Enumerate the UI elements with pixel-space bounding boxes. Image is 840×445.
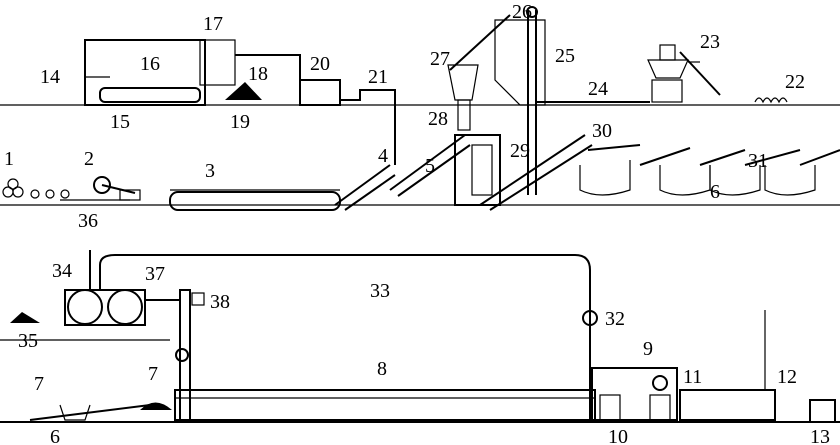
callout-1: 1 [4,148,14,170]
callout-18: 18 [248,63,268,85]
callout-19: 19 [230,111,250,133]
callout-10: 10 [608,426,628,445]
callout-12: 12 [777,366,797,388]
washing-conveyor [169,164,396,211]
bucket-elevator [449,6,538,195]
callout-9: 9 [643,338,653,360]
callout-3: 3 [205,160,215,182]
callout-11: 11 [683,366,702,388]
raw-material-pile [2,178,70,199]
callout-22: 22 [785,71,805,93]
callout-36: 36 [78,210,98,232]
callout-7-left: 7 [34,373,44,395]
callout-17: 17 [203,13,223,35]
callout-25: 25 [555,45,575,67]
callout-38: 38 [210,291,230,313]
callout-20: 20 [310,53,330,75]
callout-6-lower: 6 [50,426,60,445]
callout-37: 37 [145,263,165,285]
crusher-unit [447,64,501,206]
callout-13: 13 [810,426,830,445]
cyclone-separator [647,44,721,103]
mixer-drums [64,250,146,326]
callout-28: 28 [428,108,448,130]
tank-8 [174,389,596,421]
incline-conveyor [389,134,471,197]
callout-14: 14 [40,66,60,88]
pipe-33 [99,254,591,420]
callout-5: 5 [425,155,435,177]
pulley-lower [175,348,189,362]
callout-31: 31 [748,150,768,172]
motor-38 [191,292,205,306]
callout-16: 16 [140,53,160,75]
callout-4: 4 [378,145,388,167]
callout-21: 21 [368,66,388,88]
callout-27: 27 [430,48,450,70]
press-unit [591,367,776,421]
callout-26: 26 [512,1,532,23]
drying-system [84,39,301,106]
callout-35: 35 [18,330,38,352]
callout-34: 34 [52,260,72,282]
hopper-25 [494,19,546,106]
callout-6-upper: 6 [710,181,720,203]
heater-coil [754,97,788,104]
callout-24: 24 [588,78,608,100]
callout-23: 23 [700,31,720,53]
conveyor-6 [29,404,151,421]
callout-2: 2 [84,148,94,170]
roll-13 [809,399,836,423]
pile-35 [10,312,40,323]
callout-33: 33 [370,280,390,302]
callout-15: 15 [110,111,130,133]
tank-20 [299,79,341,106]
feeding-machine [93,176,141,201]
pipe-21 [340,89,396,165]
callout-29: 29 [510,140,530,162]
callout-8: 8 [377,358,387,380]
callout-7-right: 7 [148,363,158,385]
fan-32 [582,310,598,326]
pile-7 [140,402,172,410]
callout-32: 32 [605,308,625,330]
bin-conveyors [479,134,840,211]
callout-30: 30 [592,120,612,142]
